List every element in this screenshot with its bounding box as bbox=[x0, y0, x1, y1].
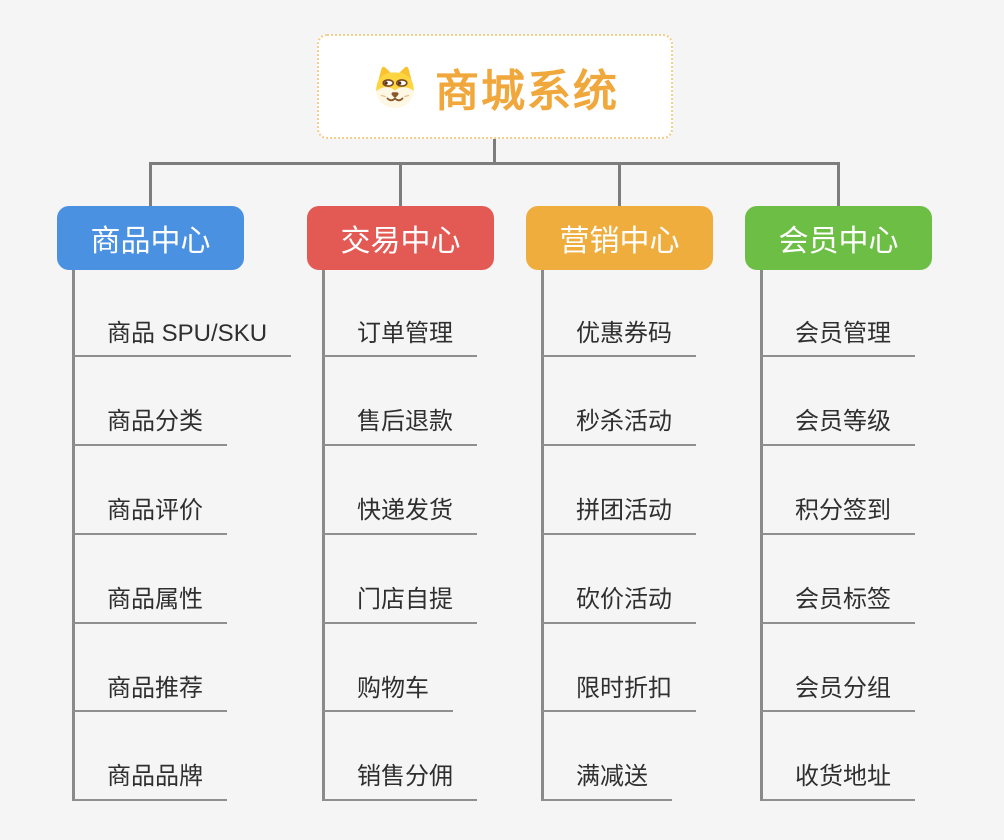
leaf-label: 订单管理 bbox=[357, 319, 453, 347]
leaf-label: 购物车 bbox=[357, 674, 429, 702]
leaf-label: 会员管理 bbox=[795, 319, 891, 347]
root-node[interactable]: 商城系统 bbox=[317, 34, 673, 139]
leaf-label: 秒杀活动 bbox=[576, 408, 672, 436]
shiba-dog-icon bbox=[371, 65, 419, 109]
leaf-label: 快递发货 bbox=[357, 497, 453, 525]
leaf-node[interactable]: 商品分类 bbox=[73, 357, 227, 447]
leaf-node[interactable]: 商品 SPU/SKU bbox=[73, 269, 292, 358]
connector-horizontal-rail bbox=[149, 162, 839, 165]
leaf-label: 商品品牌 bbox=[107, 763, 203, 791]
leaf-node[interactable]: 满减送 bbox=[542, 712, 672, 802]
branch-rail-product bbox=[71, 270, 75, 801]
leaf-list-marketing: 优惠券码秒杀活动拼团活动砍价活动限时折扣满减送 bbox=[542, 269, 696, 802]
leaf-label: 商品属性 bbox=[107, 585, 203, 613]
leaf-label: 会员分组 bbox=[795, 674, 891, 702]
leaf-node[interactable]: 限时折扣 bbox=[542, 624, 696, 713]
leaf-node[interactable]: 收货地址 bbox=[761, 712, 915, 802]
leaf-node[interactable]: 优惠券码 bbox=[542, 269, 696, 358]
leaf-label: 收货地址 bbox=[795, 763, 891, 791]
leaf-node[interactable]: 商品属性 bbox=[73, 535, 227, 624]
leaf-node[interactable]: 砍价活动 bbox=[542, 535, 696, 624]
leaf-label: 销售分佣 bbox=[357, 763, 453, 791]
leaf-label: 商品 SPU/SKU bbox=[107, 319, 268, 347]
leaf-node[interactable]: 会员管理 bbox=[761, 269, 915, 358]
connector-root-stem bbox=[493, 139, 496, 165]
connector-drop-product bbox=[149, 162, 152, 207]
leaf-label: 售后退款 bbox=[357, 408, 453, 436]
leaf-label: 会员标签 bbox=[795, 585, 891, 613]
leaf-node[interactable]: 门店自提 bbox=[323, 535, 477, 624]
branch-node-marketing-center[interactable]: 营销中心 bbox=[526, 206, 713, 270]
leaf-node[interactable]: 商品评价 bbox=[73, 446, 227, 535]
leaf-node[interactable]: 秒杀活动 bbox=[542, 357, 696, 447]
leaf-node[interactable]: 商品品牌 bbox=[73, 712, 227, 802]
root-title: 商城系统 bbox=[435, 66, 619, 116]
leaf-label: 商品推荐 bbox=[107, 674, 203, 702]
connector-drop-marketing bbox=[618, 162, 621, 207]
leaf-label: 砍价活动 bbox=[576, 585, 672, 613]
leaf-label: 商品评价 bbox=[107, 497, 203, 525]
branch-node-product-center[interactable]: 商品中心 bbox=[57, 206, 244, 270]
branch-node-trade-center[interactable]: 交易中心 bbox=[307, 206, 494, 270]
leaf-label: 限时折扣 bbox=[576, 674, 672, 702]
branch-rail-member bbox=[759, 270, 763, 801]
leaf-node[interactable]: 销售分佣 bbox=[323, 712, 477, 802]
leaf-node[interactable]: 订单管理 bbox=[323, 269, 477, 358]
leaf-node[interactable]: 购物车 bbox=[323, 624, 453, 713]
leaf-label: 积分签到 bbox=[795, 497, 891, 525]
leaf-label: 商品分类 bbox=[107, 408, 203, 436]
branch-rail-marketing bbox=[540, 270, 544, 801]
leaf-label: 会员等级 bbox=[795, 408, 891, 436]
leaf-node[interactable]: 会员等级 bbox=[761, 357, 915, 447]
branch-rail-trade bbox=[321, 270, 325, 801]
leaf-node[interactable]: 会员分组 bbox=[761, 624, 915, 713]
leaf-label: 门店自提 bbox=[357, 585, 453, 613]
leaf-node[interactable]: 快递发货 bbox=[323, 446, 477, 535]
leaf-list-trade: 订单管理售后退款快递发货门店自提购物车销售分佣 bbox=[323, 269, 477, 802]
leaf-node[interactable]: 会员标签 bbox=[761, 535, 915, 624]
connector-drop-trade bbox=[399, 162, 402, 207]
leaf-label: 满减送 bbox=[576, 763, 648, 791]
leaf-node[interactable]: 积分签到 bbox=[761, 446, 915, 535]
leaf-label: 拼团活动 bbox=[576, 497, 672, 525]
leaf-node[interactable]: 售后退款 bbox=[323, 357, 477, 447]
branch-node-member-center[interactable]: 会员中心 bbox=[745, 206, 932, 270]
leaf-node[interactable]: 拼团活动 bbox=[542, 446, 696, 535]
leaf-list-member: 会员管理会员等级积分签到会员标签会员分组收货地址 bbox=[761, 269, 915, 802]
leaf-list-product: 商品 SPU/SKU 商品分类商品评价商品属性商品推荐商品品牌 bbox=[73, 269, 292, 802]
leaf-node[interactable]: 商品推荐 bbox=[73, 624, 227, 713]
connector-drop-member bbox=[837, 162, 840, 207]
leaf-label: 优惠券码 bbox=[576, 319, 672, 347]
